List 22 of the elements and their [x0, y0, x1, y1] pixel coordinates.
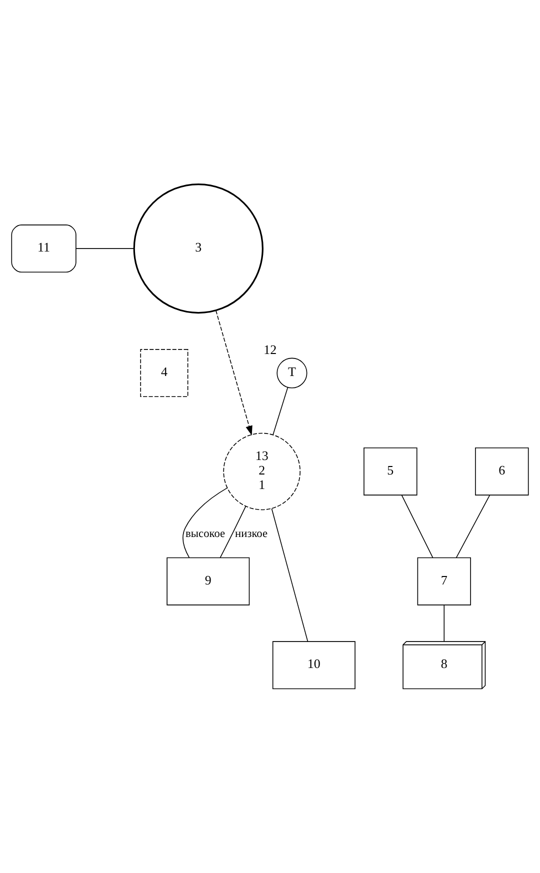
connector	[444, 604, 445, 642]
connector	[271, 508, 308, 642]
node-circle: T	[276, 358, 308, 388]
arrow	[216, 310, 252, 436]
node-box: 9	[166, 557, 250, 606]
connector	[456, 494, 490, 558]
node-box: 4	[140, 349, 188, 398]
node-circle: 3	[133, 183, 264, 314]
node-box: 10	[272, 641, 356, 690]
connector	[182, 488, 228, 558]
edge-label: низкое	[235, 528, 268, 540]
node-label: 12	[264, 342, 277, 357]
edge-label: высокое	[186, 528, 226, 540]
node-box: 5	[364, 447, 418, 496]
node-box: 6	[475, 447, 529, 496]
connector	[220, 506, 246, 558]
connector	[76, 248, 134, 249]
node-box: 11	[11, 224, 76, 273]
connector	[401, 494, 434, 558]
node-box: 7	[417, 557, 471, 606]
connector	[272, 387, 288, 436]
node-circle: 13 2 1	[223, 432, 301, 510]
